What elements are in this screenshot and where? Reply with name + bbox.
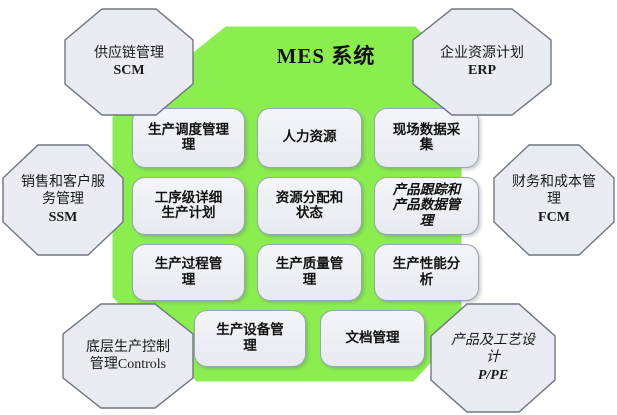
octagon-shape-icon [62, 303, 194, 409]
node-line: 销售和客户服 [21, 175, 105, 191]
module-line: 产品跟踪和 [392, 182, 461, 199]
external-node-label: 销售和客户服 务管理 SSM [15, 174, 111, 225]
module-line: 生产过程管 [154, 256, 223, 273]
external-node-fcm[interactable]: 财务和成本管 理 FCM [493, 144, 615, 256]
external-node-controls[interactable]: 底层生产控制 管理Controls [62, 303, 194, 409]
external-node-label: 财务和成本管 理 FCM [506, 174, 602, 225]
module-line: 理 [302, 271, 317, 288]
module-production-process-management[interactable]: 生产过程管 理 [132, 244, 245, 301]
module-line: 资源分配和 [275, 189, 344, 206]
module-product-tracking-and-data[interactable]: 产品跟踪和 产品数据管 理 [374, 177, 479, 235]
module-line: 生产计划 [161, 205, 216, 221]
node-line: 产品及工艺设 [451, 333, 535, 349]
node-code: SCM [113, 63, 145, 78]
module-line: 理 [243, 337, 257, 354]
external-node-scm[interactable]: 供应链管理 SCM [64, 8, 194, 116]
external-node-ssm[interactable]: 销售和客户服 务管理 SSM [2, 144, 124, 256]
module-line: 生产性能分 [392, 256, 461, 273]
external-node-erp[interactable]: 企业资源计划 ERP [412, 8, 552, 116]
module-line: 集 [419, 137, 434, 153]
node-code: ERP [468, 63, 496, 78]
module-line: 产品数据管 [392, 197, 461, 214]
module-line: 析 [419, 271, 434, 288]
node-code: P/PE [477, 367, 509, 383]
node-line: 计 [486, 350, 500, 366]
module-line: 人力资源 [282, 129, 337, 146]
node-line: 企业资源计划 [440, 45, 524, 61]
octagon-shape-icon [412, 8, 552, 116]
module-line: 理 [419, 212, 434, 229]
module-document-management[interactable]: 文档管理 [320, 310, 425, 367]
module-human-resources[interactable]: 人力资源 [257, 108, 362, 168]
node-line: 供应链管理 [94, 45, 164, 61]
diagram-title: MES 系统 [276, 44, 376, 68]
octagon-shape-icon [430, 303, 556, 413]
module-line: 生产设备管 [216, 322, 284, 339]
module-line: 理 [181, 271, 196, 288]
module-line: 现场数据采 [392, 121, 461, 138]
node-line: 理 [547, 192, 561, 208]
node-line: 底层生产控制 [86, 339, 170, 355]
module-line: 理 [181, 137, 196, 153]
octagon-shape-icon [64, 8, 194, 116]
node-code: SSM [48, 209, 78, 225]
node-line: 财务和成本管 [512, 175, 596, 191]
node-line: 管理Controls [89, 357, 167, 372]
module-resource-allocation-and-status[interactable]: 资源分配和 状态 [257, 177, 362, 235]
module-production-equipment-management[interactable]: 生产设备管 理 [194, 310, 306, 367]
module-shopfloor-data-collection[interactable]: 现场数据采 集 [374, 108, 479, 168]
module-production-scheduling-management[interactable]: 生产调度管理 理 [132, 108, 245, 168]
external-node-label: 供应链管理 SCM [88, 45, 170, 79]
module-line: 文档管理 [345, 329, 400, 346]
external-node-ppe[interactable]: 产品及工艺设 计 P/PE [430, 303, 556, 413]
external-node-label: 企业资源计划 ERP [434, 45, 530, 79]
module-line: 生产质量管 [275, 256, 344, 273]
module-line: 工序级详细 [154, 189, 223, 206]
module-operation-level-detailed-plan[interactable]: 工序级详细 生产计划 [132, 177, 245, 235]
module-production-quality-management[interactable]: 生产质量管 理 [257, 244, 362, 301]
node-code: FCM [538, 209, 570, 225]
module-line: 生产调度管理 [148, 121, 229, 138]
module-line: 状态 [296, 205, 323, 221]
external-node-label: 产品及工艺设 计 P/PE [445, 332, 541, 383]
external-node-label: 底层生产控制 管理Controls [80, 339, 176, 373]
octagon-shape-icon [2, 144, 124, 256]
octagon-shape-icon [493, 144, 615, 256]
node-line: 务管理 [42, 192, 84, 208]
module-production-performance-analysis[interactable]: 生产性能分 析 [374, 244, 479, 301]
